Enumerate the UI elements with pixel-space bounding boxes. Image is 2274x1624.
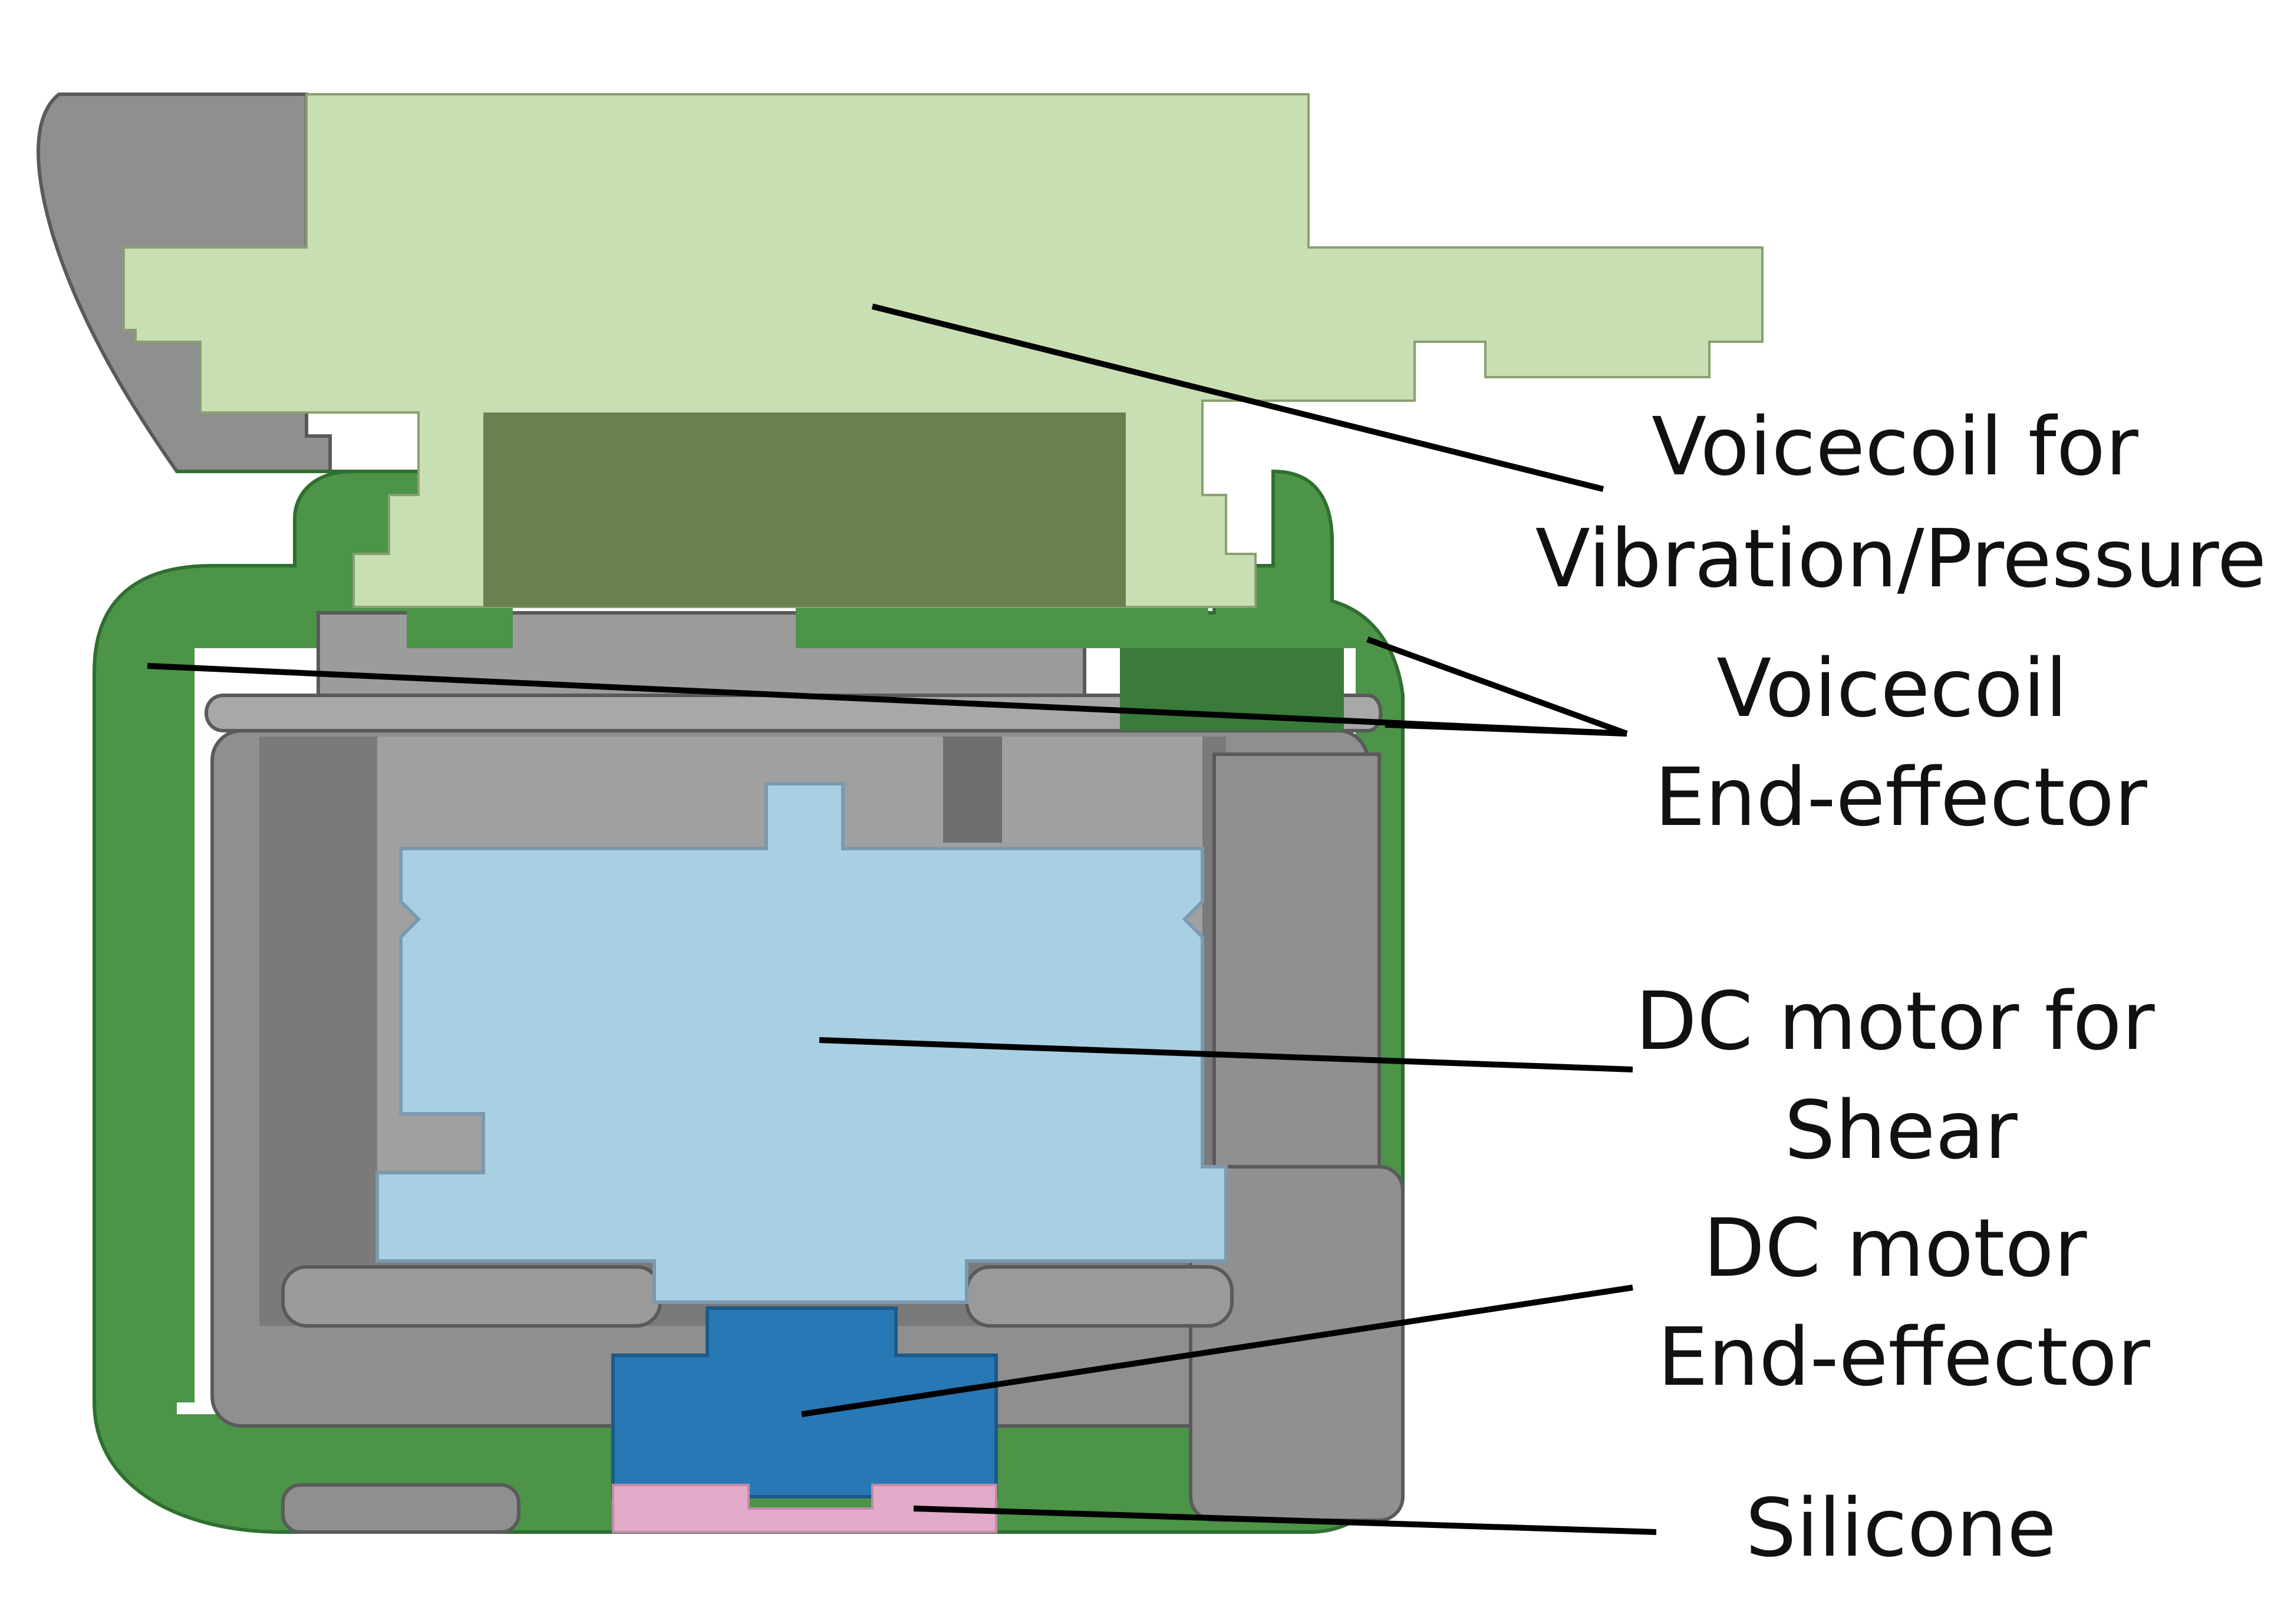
leader-voicecoil-end-effector-1 [147, 663, 1627, 737]
label-voicecoil-end-effector-line2: End-effector [1655, 751, 2147, 844]
green-side-tab-left [407, 607, 513, 648]
dc-motor-body [375, 782, 1228, 1304]
label-dc-motor-for-line1: DC motor for [1635, 975, 2154, 1068]
inner-green-lining [177, 648, 195, 1402]
label-voicecoil-for-line2: Vibration/Pressure [1535, 513, 2266, 606]
bottom-base [281, 1483, 520, 1534]
label-dc-motor-end-effector-line2: End-effector [1657, 1311, 2150, 1404]
label-voicecoil-for-line1: Voicecoil for [1652, 401, 2138, 494]
leader-silicone [913, 1506, 1657, 1535]
inner-post [943, 737, 1002, 843]
voicecoil-core [483, 412, 1126, 607]
voicecoil-end-effector-plate [205, 694, 1383, 732]
label-voicecoil-end-effector-line1: Voicecoil [1716, 642, 2067, 735]
label-silicone: Silicone [1745, 1482, 2057, 1575]
leader-voicecoil-end-effector-3 [1385, 722, 1627, 737]
leader-dc-motor-end-effector [801, 1285, 1633, 1417]
green-side-tab-right [796, 607, 1208, 648]
bottom-rail-right [965, 1265, 1234, 1328]
leader-voicecoil-end-effector-2 [1366, 636, 1628, 737]
leader-dc-motor-for [819, 1037, 1633, 1072]
label-dc-motor-for-line2: Shear [1784, 1084, 2018, 1177]
leader-voicecoil-for [871, 303, 1604, 492]
label-dc-motor-end-effector-line1: DC motor [1703, 1202, 2087, 1295]
silicone-pad [612, 1484, 997, 1533]
bottom-rail-left [281, 1265, 662, 1328]
right-column-upper [1212, 752, 1381, 1169]
